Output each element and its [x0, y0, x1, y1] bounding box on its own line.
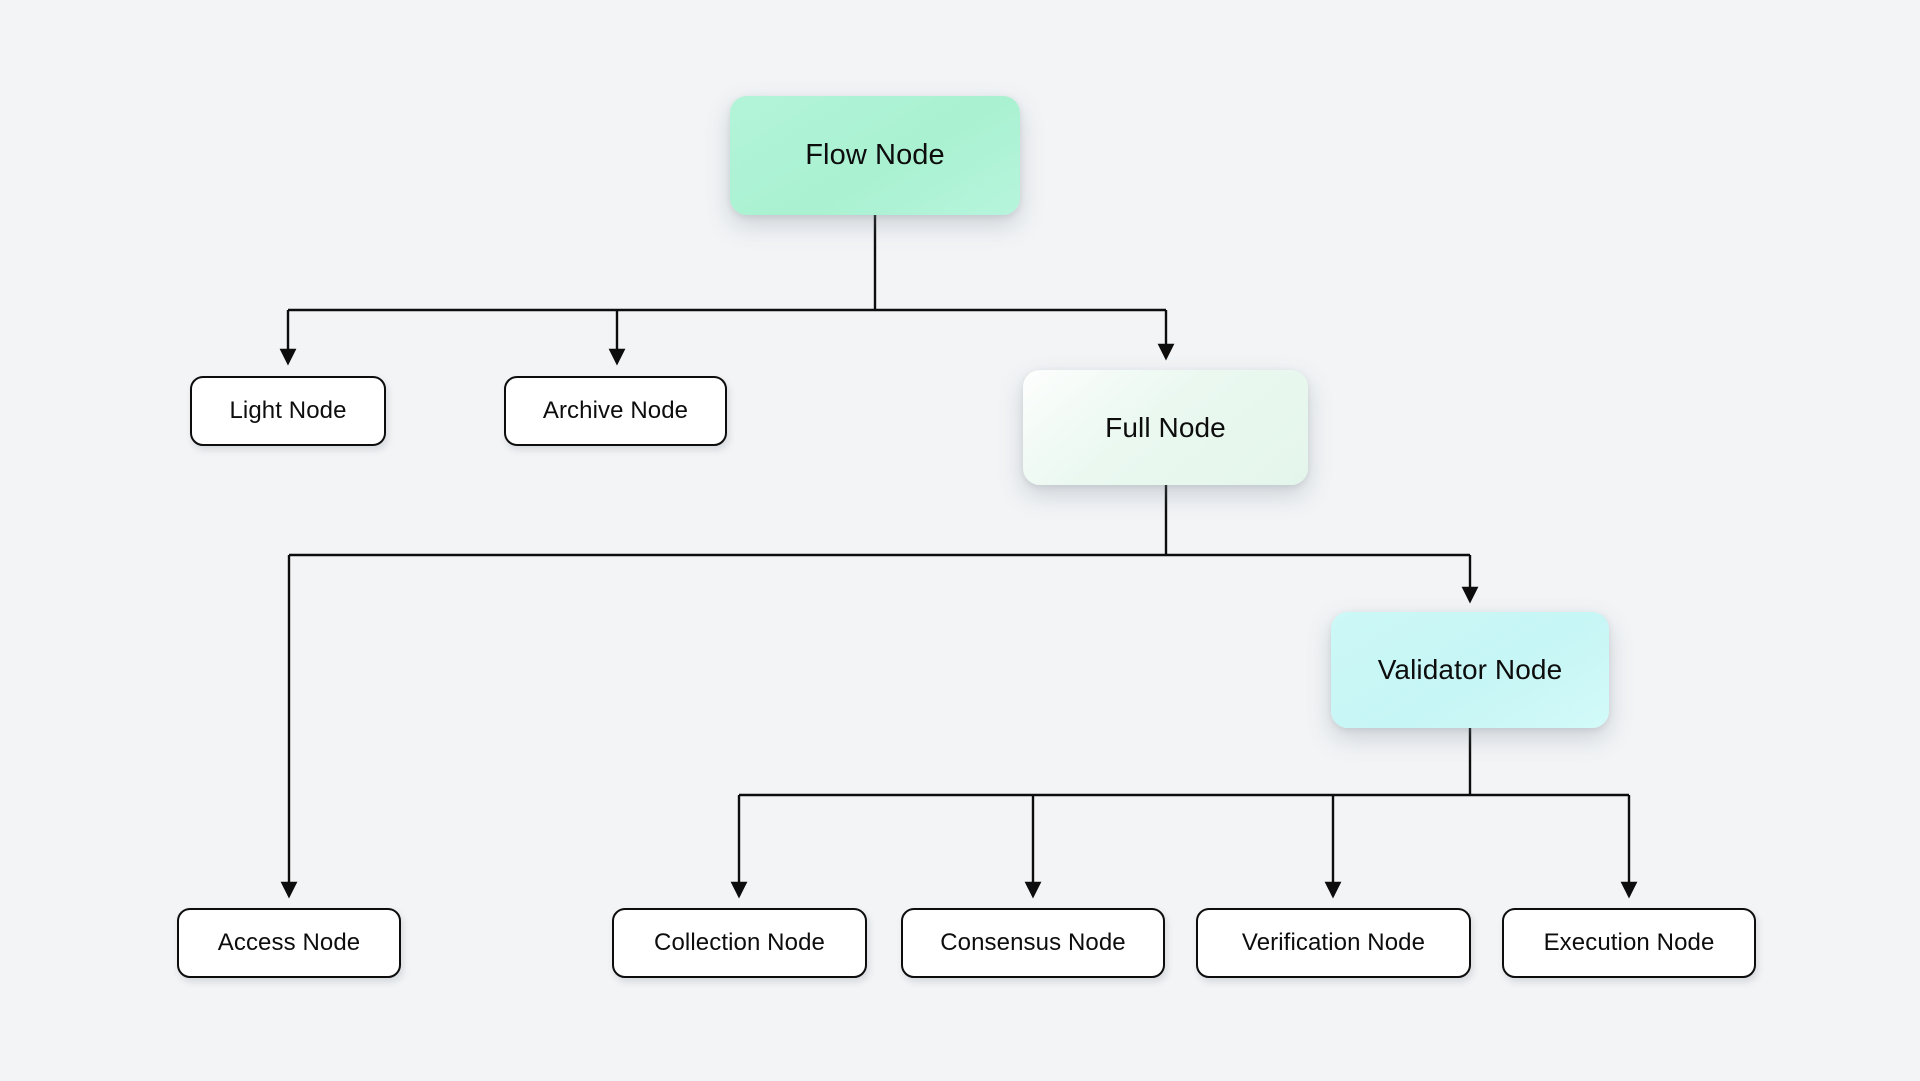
- edge-flow-to-children: [279, 215, 1175, 366]
- node-access-node[interactable]: Access Node: [177, 908, 401, 978]
- node-label: Light Node: [229, 397, 347, 424]
- edge-full-to-children: [280, 485, 1479, 899]
- node-label: Flow Node: [805, 139, 945, 171]
- node-label: Consensus Node: [940, 929, 1126, 956]
- node-full-node[interactable]: Full Node: [1023, 370, 1308, 485]
- node-label: Validator Node: [1377, 654, 1563, 685]
- node-consensus-node[interactable]: Consensus Node: [901, 908, 1165, 978]
- node-verification-node[interactable]: Verification Node: [1196, 908, 1471, 978]
- node-light-node[interactable]: Light Node: [190, 376, 386, 446]
- node-label: Execution Node: [1543, 929, 1715, 956]
- node-archive-node[interactable]: Archive Node: [504, 376, 727, 446]
- node-label: Archive Node: [542, 397, 689, 424]
- node-label: Collection Node: [654, 929, 825, 956]
- node-label: Access Node: [217, 929, 361, 956]
- node-label: Verification Node: [1241, 929, 1426, 956]
- node-flow-node[interactable]: Flow Node: [730, 96, 1020, 215]
- node-label: Full Node: [1105, 411, 1226, 443]
- edge-validator-to-children: [730, 728, 1638, 899]
- node-collection-node[interactable]: Collection Node: [612, 908, 867, 978]
- node-execution-node[interactable]: Execution Node: [1502, 908, 1756, 978]
- node-validator-node[interactable]: Validator Node: [1331, 612, 1609, 728]
